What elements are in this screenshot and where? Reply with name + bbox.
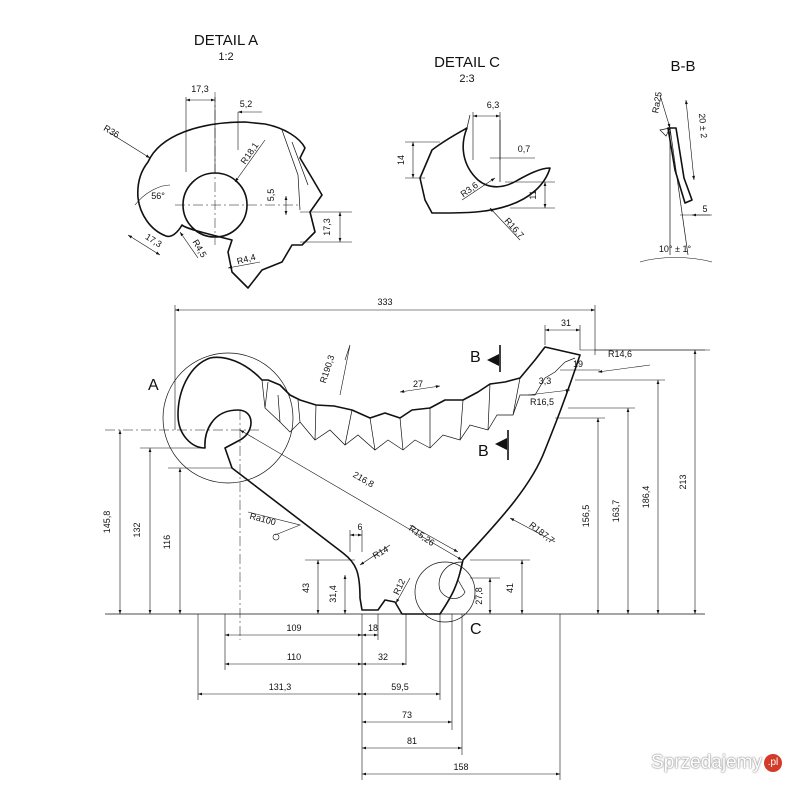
- dim-81: 81: [407, 736, 417, 746]
- detail-a-outline: [137, 121, 323, 289]
- dim-333: 333: [377, 297, 392, 307]
- detail-c-dim-6-3: 6,3: [487, 100, 500, 110]
- detail-a: DETAIL A 1:2 17,3 5,2 R36 R18,1 5,5 56° …: [102, 32, 352, 289]
- detail-a-dim-r4-5: R4,5: [191, 238, 209, 259]
- detail-c-circle: [414, 561, 476, 623]
- section-marker-b: B B: [470, 345, 509, 460]
- section-bb-ra25: Ra25: [650, 91, 664, 114]
- detail-a-circle: [162, 352, 294, 484]
- dim-59-5: 59,5: [391, 682, 409, 692]
- detail-a-dim-5-5: 5,5: [266, 189, 276, 202]
- dim-213: 213: [678, 474, 688, 489]
- dim-27: 27: [413, 379, 423, 389]
- section-b-b: B-B Ra25 20 ± 2 5 10° ± 1°: [639, 58, 713, 263]
- detail-c-dim-14: 14: [396, 155, 406, 165]
- detail-a-centerlines: [175, 92, 300, 245]
- dim-110: 110: [287, 652, 301, 662]
- watermark-text: Sprzedajemy: [651, 752, 762, 773]
- detail-a-dim-56deg: 56°: [151, 191, 165, 201]
- dim-41: 41: [505, 583, 515, 593]
- dim-145-8: 145,8: [102, 511, 112, 534]
- section-bb-title: B-B: [670, 58, 695, 75]
- detail-c-scale: 2:3: [459, 73, 474, 85]
- dim-r187-7: R187,7: [527, 520, 556, 546]
- detail-a-teeth-lines: [281, 129, 309, 211]
- dim-131-3: 131,3: [269, 682, 292, 692]
- dim-27-8: 27,8: [474, 587, 484, 605]
- dim-r16-5: R16,5: [530, 397, 554, 407]
- main-part-outline: [177, 346, 581, 615]
- detail-a-dim-r36: R36: [102, 123, 121, 140]
- dim-109: 109: [286, 623, 301, 633]
- detail-c-dim-11: 11: [528, 190, 538, 199]
- dim-163-7: 163,7: [611, 500, 621, 523]
- detail-a-scale: 1:2: [218, 51, 233, 63]
- dim-3-3: 3,3: [539, 376, 552, 386]
- main-teeth: [261, 357, 576, 451]
- detail-c-dim-0-7: 0,7: [518, 144, 531, 154]
- dim-31-4: 31,4: [328, 585, 338, 603]
- dim-156-5: 156,5: [581, 505, 591, 528]
- main-notch-c: [438, 561, 466, 599]
- view-label-a: A: [148, 377, 159, 394]
- detail-c-dim-r16-7: R16,7: [502, 216, 526, 241]
- detail-a-dim-5-2: 5,2: [240, 99, 253, 109]
- dim-32: 32: [378, 652, 388, 662]
- view-label-b-bottom: B: [478, 443, 489, 460]
- watermark-logo: Sprzedajemy .pl: [651, 752, 782, 774]
- dim-r14-6: R14,6: [608, 349, 632, 359]
- detail-a-dim-17-3: 17,3: [191, 84, 209, 94]
- detail-a-dim-17-3c: 17,3: [322, 218, 332, 236]
- section-bb-profile: [667, 127, 693, 204]
- detail-c-dim-r3-6: R3,6: [459, 180, 480, 199]
- dim-r15-26: R15,26: [407, 523, 437, 548]
- dim-31: 31: [561, 318, 571, 328]
- detail-a-dim-r18-1: R18,1: [239, 141, 261, 166]
- section-bb-20-2: 20 ± 2: [697, 113, 709, 139]
- watermark-badge: .pl: [764, 754, 782, 772]
- section-bb-5: 5: [702, 204, 707, 214]
- dim-19: 19: [573, 359, 583, 369]
- dim-158: 158: [453, 762, 468, 772]
- detail-a-dim-r4-4: R4,4: [236, 252, 257, 267]
- detail-a-title: DETAIL A: [194, 32, 258, 49]
- dim-ra100: Ra100: [249, 511, 277, 528]
- dim-43: 43: [301, 583, 311, 593]
- main-centerlines: [105, 410, 260, 640]
- detail-c: DETAIL C 2:3 6,3 14 0,7 R3,6 11 R16,7: [396, 54, 555, 240]
- main-view: A C B B 333 31 R190,3 27 R14,6 19 3,3 R1…: [102, 297, 710, 780]
- dim-18: 18: [368, 623, 378, 633]
- dim-116: 116: [162, 535, 172, 549]
- detail-c-outline: [419, 127, 551, 214]
- dim-216-8: 216,8: [351, 469, 376, 489]
- dim-6: 6: [357, 522, 362, 532]
- section-bb-10deg: 10° ± 1°: [659, 244, 692, 254]
- dim-132: 132: [132, 522, 142, 537]
- view-label-b-top: B: [470, 349, 481, 366]
- dim-r190-3: R190,3: [318, 354, 336, 385]
- detail-c-title: DETAIL C: [434, 54, 500, 71]
- dim-186-4: 186,4: [641, 486, 651, 509]
- view-label-c: C: [470, 621, 482, 638]
- dim-73: 73: [402, 710, 412, 720]
